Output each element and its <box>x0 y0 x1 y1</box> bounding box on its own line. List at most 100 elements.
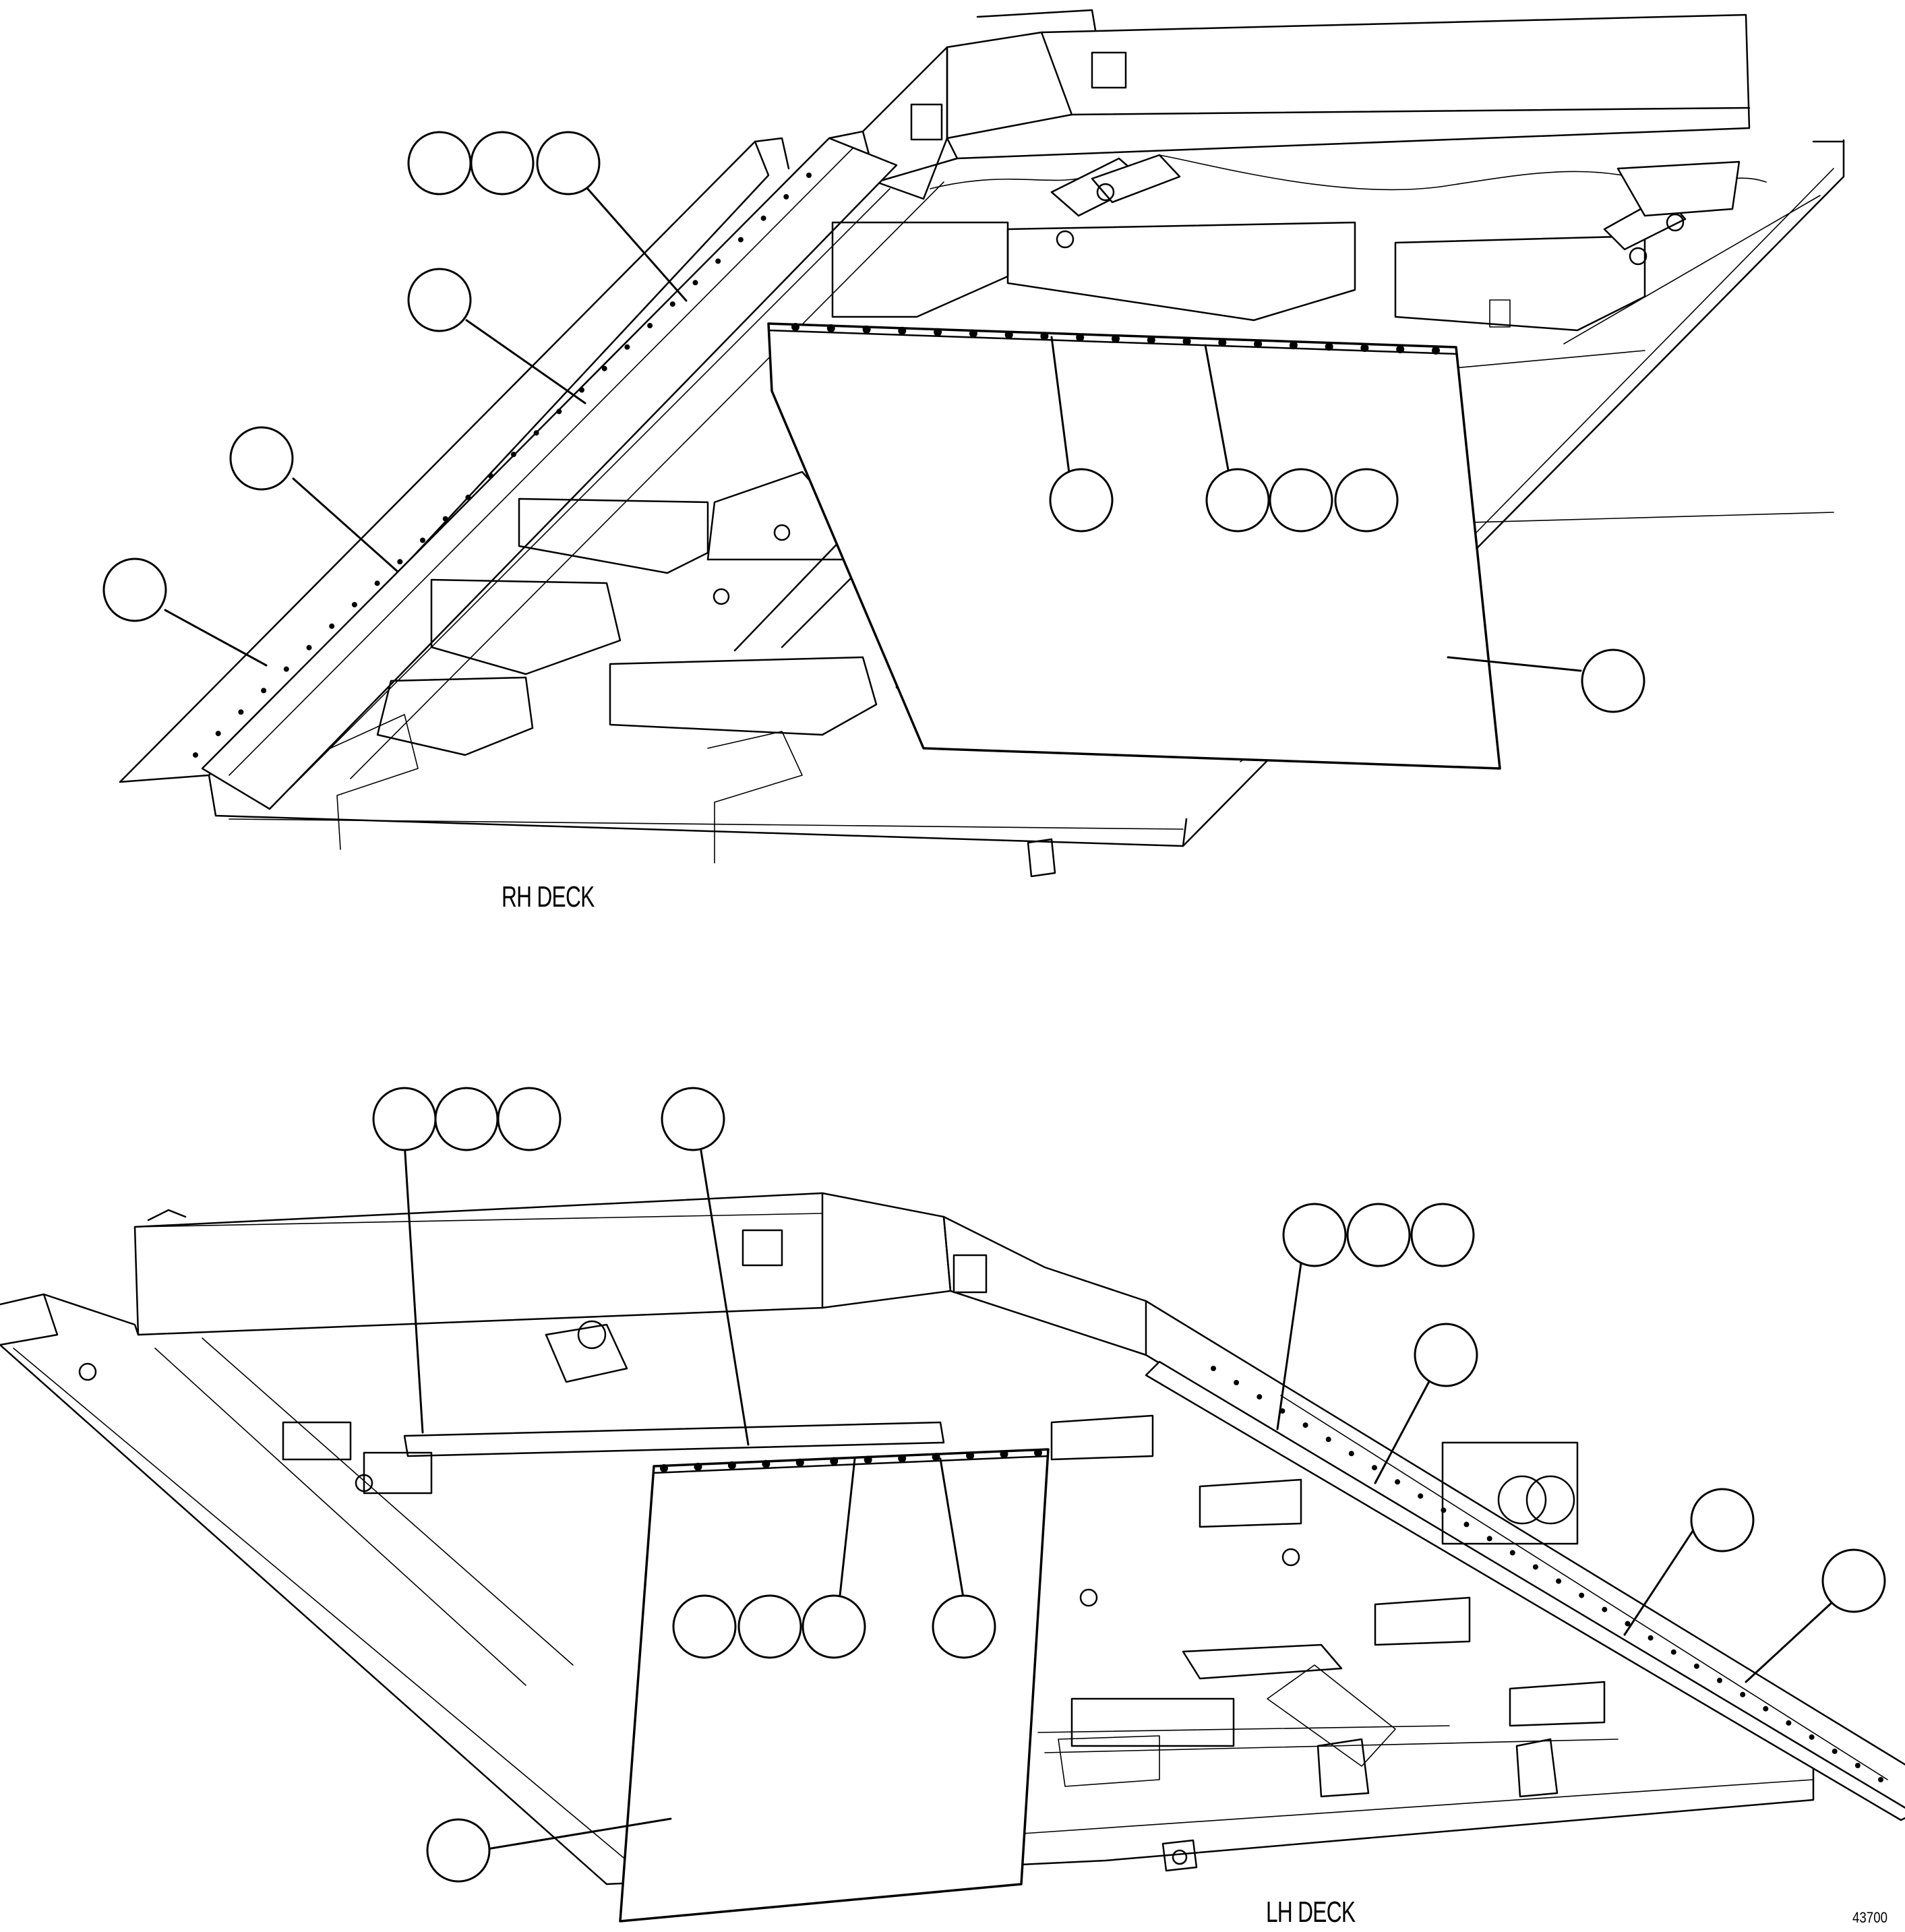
bolt <box>1000 1450 1008 1459</box>
bolt <box>1325 1437 1331 1443</box>
bolt <box>465 494 471 500</box>
lh-callout-bubble <box>672 1594 737 1659</box>
lh-cover-bolts <box>660 1449 1042 1472</box>
bolt <box>193 752 198 758</box>
lh-callout-bubble <box>1346 1203 1411 1267</box>
bolt <box>934 328 942 336</box>
bolt <box>238 709 244 715</box>
lh-callout-bubble <box>1410 1203 1475 1267</box>
bolt <box>1302 1422 1308 1428</box>
bolt <box>1763 1705 1769 1712</box>
bolt <box>1670 1649 1676 1655</box>
rh-callout-bubble <box>1581 648 1645 713</box>
bolt <box>969 329 977 338</box>
rh-callout-bubble <box>407 131 472 195</box>
bolt <box>1396 345 1405 354</box>
bolt <box>898 326 907 335</box>
bolt <box>1147 336 1155 344</box>
bolt <box>1786 1720 1792 1726</box>
bolt <box>1878 1777 1883 1782</box>
bolt <box>660 1464 668 1472</box>
bolt <box>1602 1606 1608 1612</box>
bolt <box>1441 1507 1447 1513</box>
lh-deck-caption: LH DECK <box>1266 1896 1356 1929</box>
lh-box-window-side <box>952 1254 988 1294</box>
bolt <box>261 688 267 694</box>
lh-deck-view <box>0 1087 1905 1923</box>
bolt <box>715 258 721 264</box>
lh-callout-bubble <box>1282 1203 1347 1267</box>
bolt <box>510 452 516 458</box>
bolt <box>783 193 789 200</box>
bolt <box>862 325 871 334</box>
bolt <box>1325 342 1333 351</box>
lh-callout-bubble <box>372 1087 437 1151</box>
bolt <box>1372 1465 1377 1471</box>
rh-side-rails <box>119 130 944 810</box>
bolt <box>1832 1748 1838 1754</box>
lh-callout-bubble <box>497 1087 562 1151</box>
bolt <box>1254 340 1263 349</box>
bolt <box>864 1455 872 1464</box>
bolt <box>1717 1677 1722 1683</box>
rh-callout-bubble <box>1334 468 1399 533</box>
bolt <box>601 365 607 371</box>
bolt <box>442 516 448 522</box>
bolt <box>1463 1521 1470 1528</box>
lh-cover-plate <box>619 1448 1050 1923</box>
bolt <box>579 387 584 393</box>
bolt <box>556 409 562 415</box>
bolt <box>727 1461 736 1470</box>
bolt <box>669 301 675 307</box>
rh-cover-bolts <box>791 323 1440 355</box>
bolt <box>283 666 289 672</box>
bolt <box>1693 1663 1699 1669</box>
rh-cross-beams <box>330 221 1646 878</box>
bolt <box>791 323 799 331</box>
rh-callout-bubble <box>1049 468 1114 533</box>
rh-box-window-side <box>910 103 943 141</box>
lh-callout-bubble <box>1821 1548 1886 1613</box>
rh-box-window <box>1091 51 1127 89</box>
bolt <box>1360 344 1369 353</box>
lh-callout-bubble <box>1690 1488 1755 1552</box>
bolt <box>624 344 630 350</box>
rh-callout-bubble <box>102 557 167 622</box>
bolt <box>215 731 221 737</box>
bolt <box>488 473 494 479</box>
bolt <box>1532 1564 1538 1570</box>
bolt <box>306 644 312 651</box>
bolt <box>1418 1493 1424 1499</box>
bolt <box>397 559 403 565</box>
bolt <box>694 1462 702 1471</box>
lh-callout-bubble <box>661 1087 725 1151</box>
bolt <box>806 173 812 178</box>
bolt <box>1040 332 1049 340</box>
bolt <box>1579 1592 1585 1598</box>
rh-rail-bolts <box>193 173 812 758</box>
bolt <box>1257 1394 1263 1400</box>
lh-control-box <box>133 1192 1147 1356</box>
lh-callout-bubble <box>802 1594 866 1659</box>
bolt <box>647 323 653 328</box>
figure-number: 43700 <box>1852 1909 1888 1926</box>
bolt <box>1809 1734 1815 1740</box>
lh-box-window <box>742 1229 783 1267</box>
lh-deck-frame <box>0 1293 1905 1885</box>
bolt <box>351 602 357 607</box>
rh-callout-bubble <box>536 131 601 195</box>
bolt <box>533 430 539 436</box>
lh-callout-bubble <box>426 1818 491 1883</box>
bolt <box>420 537 425 543</box>
bolt <box>830 1457 839 1466</box>
rh-callout-bubble <box>407 268 472 332</box>
bolt <box>1395 1479 1401 1485</box>
bolt <box>826 324 835 332</box>
bolt <box>737 237 744 243</box>
bolt <box>1218 338 1227 347</box>
bolt <box>1625 1621 1631 1627</box>
lh-rail-bolts <box>1211 1366 1883 1782</box>
bolt <box>1740 1691 1746 1697</box>
lh-callout-bubble <box>1414 1323 1478 1387</box>
